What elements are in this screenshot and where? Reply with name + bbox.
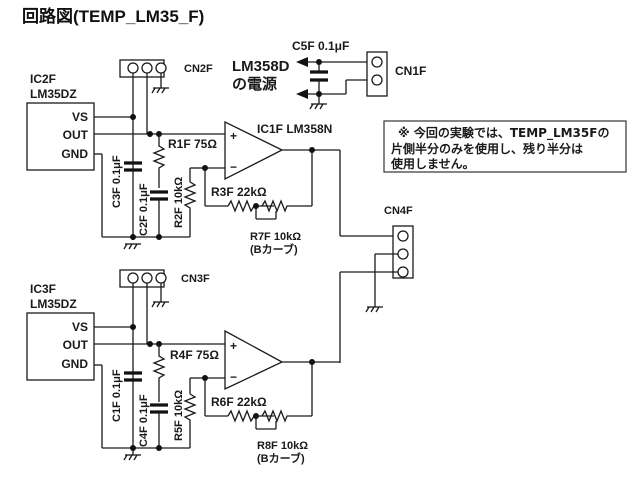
- ground-icon: [123, 243, 142, 250]
- diagram-title: 回路図(TEMP_LM35_F): [22, 6, 204, 26]
- ic2f-ref: IC2F: [30, 72, 56, 86]
- ic3f-pin-gnd: GND: [61, 357, 88, 371]
- c4f-label: C4F 0.1μF: [138, 394, 150, 447]
- ground-icon: [123, 454, 142, 461]
- r5f-label: R5F 10kΩ: [173, 390, 185, 441]
- ic1f-opamp: [224, 120, 284, 181]
- output-connector: CN4F: [339, 205, 414, 363]
- power-arrow-icon: [296, 89, 308, 99]
- ground-icon: [151, 301, 170, 308]
- r8f-potentiometer: [261, 409, 312, 423]
- ic3f-sensor: [26, 312, 95, 381]
- r7f-curve-label: (Bカーブ): [250, 242, 298, 256]
- r3f-resistor: [227, 199, 274, 213]
- r8f-label: R8F 10kΩ: [257, 440, 308, 452]
- ic3f-pin-out: OUT: [63, 338, 89, 352]
- r4f-resistor: [152, 344, 166, 402]
- note-line-1: ※ 今回の実験では、TEMP_LM35Fの: [398, 125, 609, 141]
- opamp-plus-2: +: [230, 339, 237, 353]
- lm358d-power-label-1: LM358D: [232, 58, 290, 75]
- c2f-label: C2F 0.1μF: [138, 183, 150, 236]
- ic2f-pin-out: OUT: [63, 128, 89, 142]
- ground-icon: [309, 103, 328, 110]
- ic3f-pin-vs: VS: [72, 320, 88, 334]
- r2f-label: R2F 10kΩ: [173, 177, 185, 228]
- r6f-label: R6F 22kΩ: [211, 395, 267, 409]
- channel-1: CN2F IC2F LM35DZ VS OUT GND C3F 0.1μF R1…: [26, 59, 398, 256]
- cn4f-label: CN4F: [384, 205, 413, 217]
- lm358d-power-label-2: の電源: [232, 75, 277, 93]
- note-line-3: 使用しません。: [390, 156, 475, 171]
- power-arrow-icon: [296, 57, 308, 67]
- ic1f-label: IC1F LM358N: [257, 122, 332, 136]
- r3f-label: R3F 22kΩ: [211, 185, 267, 199]
- r7f-label: R7F 10kΩ: [250, 231, 301, 243]
- ic2f-part: LM35DZ: [30, 87, 77, 101]
- ic2f-sensor: [26, 102, 95, 171]
- ic3f-part: LM35DZ: [30, 297, 77, 311]
- c1f-label: C1F 0.1μF: [111, 369, 123, 422]
- r7f-potentiometer: [261, 199, 312, 213]
- ic2f-pin-gnd: GND: [61, 147, 88, 161]
- r4f-label: R4F 75Ω: [170, 348, 219, 362]
- note-line-2: 片側半分のみを使用し、残り半分は: [391, 141, 583, 156]
- power-section: C5F 0.1μF LM358D の電源 CN1F: [232, 39, 426, 110]
- ic2f-pin-vs: VS: [72, 110, 88, 124]
- cn2f-label: CN2F: [184, 63, 213, 75]
- r6f-resistor: [227, 409, 274, 423]
- opamp-2: [224, 329, 284, 391]
- cn3f-label: CN3F: [181, 273, 210, 285]
- opamp-plus-1: +: [230, 129, 237, 143]
- ground-icon: [365, 306, 384, 313]
- ic3f-ref: IC3F: [30, 282, 56, 296]
- r2f-resistor: [183, 181, 197, 237]
- cn1f-label: CN1F: [395, 64, 426, 78]
- opamp-minus-2: −: [230, 370, 237, 384]
- c3f-label: C3F 0.1μF: [111, 155, 123, 208]
- r1f-resistor: [152, 134, 166, 188]
- c5f-label: C5F 0.1μF: [292, 39, 349, 53]
- note-box: ※ 今回の実験では、TEMP_LM35Fの 片側半分のみを使用し、残り半分は 使…: [383, 120, 627, 173]
- channel-2: CN3F IC3F LM35DZ VS OUT GND C1F 0.1μF R4…: [26, 269, 340, 465]
- r5f-resistor: [183, 393, 197, 448]
- ground-icon: [151, 87, 170, 94]
- opamp-minus-1: −: [230, 160, 237, 174]
- r8f-curve-label: (Bカーブ): [257, 451, 305, 465]
- r1f-label: R1F 75Ω: [168, 137, 217, 151]
